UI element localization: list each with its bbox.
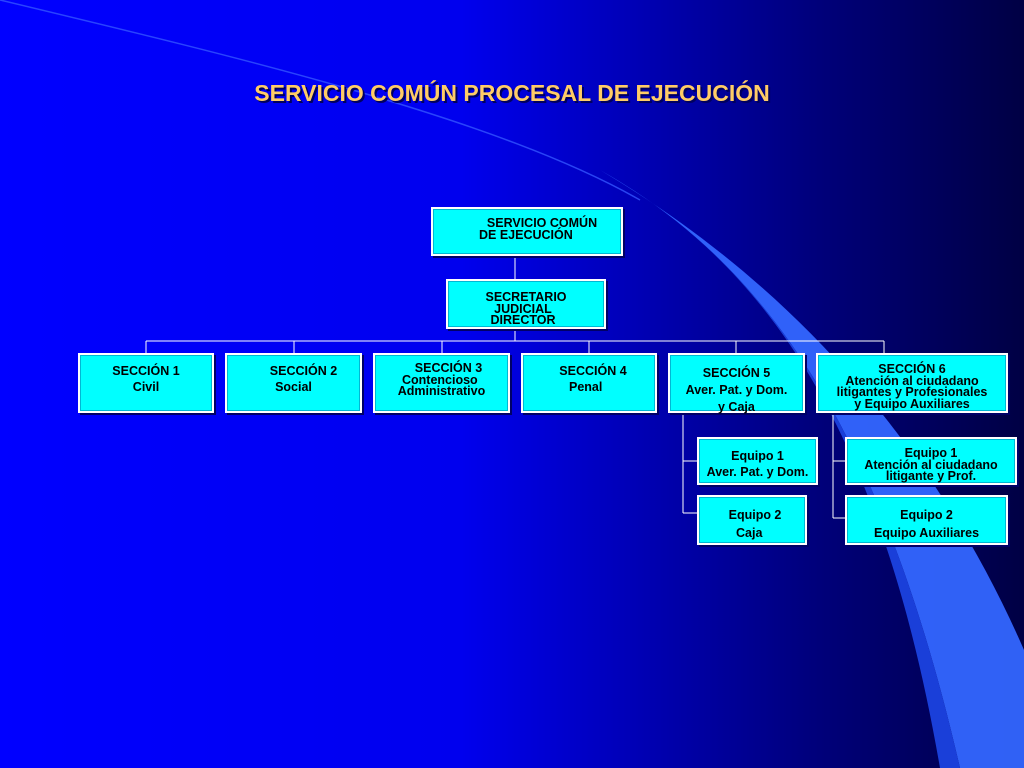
node-sec6-equipo-1: Equipo 1 Atención al ciudadano litigante… <box>845 437 1017 485</box>
node-line: DIRECTOR <box>490 313 556 327</box>
node-line: Atención al ciudadano <box>845 373 979 388</box>
swoosh-fill <box>600 170 1024 768</box>
node-seccion-5: SECCIÓN 5 Aver. Pat. y Dom. y Caja <box>668 353 805 414</box>
node-line: SECCIÓN 5 <box>702 366 771 380</box>
node-line: Equipo 1 <box>731 449 784 463</box>
node-servicio-comun: SERVICIO COMÚN DE EJECUCIÓN <box>431 207 623 256</box>
node-line: litigante y Prof. <box>885 469 977 483</box>
node-line: Equipo 2 <box>728 508 782 522</box>
node-line: JUDICIAL <box>494 301 552 316</box>
node-sec5-equipo-1: Equipo 1 Aver. Pat. y Dom. <box>697 437 818 485</box>
node-line: DE EJECUCIÓN <box>479 227 573 242</box>
node-seccion-6: SECCIÓN 6 Atención al ciudadano litigant… <box>816 353 1008 413</box>
node-line: Social <box>275 380 312 394</box>
node-line: SECRETARIO <box>485 290 567 304</box>
node-line: Civil <box>132 380 160 394</box>
node-line: Aver. Pat. y Dom. <box>685 383 788 397</box>
node-line: Penal <box>569 380 603 394</box>
node-line: Equipo 1 <box>904 446 958 460</box>
slide-title: SERVICIO COMÚN PROCESAL DE EJECUCIÓN <box>254 80 770 106</box>
node-line: Equipo Auxiliares <box>873 526 980 540</box>
node-sec6-equipo-2: Equipo 2 Equipo Auxiliares <box>845 495 1008 545</box>
node-seccion-2: SECCIÓN 2 Social <box>225 353 362 413</box>
node-line: y Equipo Auxiliares <box>854 396 970 411</box>
node-line: SECCIÓN 1 <box>112 364 180 378</box>
node-sec5-equipo-2: Equipo 2 Caja <box>697 495 807 545</box>
node-line: SERVICIO COMÚN <box>486 216 598 230</box>
node-seccion-4: SECCIÓN 4 Penal <box>521 353 657 413</box>
node-line: Equipo 2 <box>900 508 953 522</box>
node-line: y Caja <box>718 400 755 414</box>
node-line: SECCIÓN 3 <box>414 361 483 375</box>
node-line: Aver. Pat. y Dom. <box>706 465 809 479</box>
node-seccion-3: SECCIÓN 3 Contencioso Administrativo <box>373 353 510 413</box>
node-line: Administrativo <box>397 384 486 398</box>
node-line: SECCIÓN 6 <box>878 362 946 376</box>
swoosh-curve-top <box>0 0 641 201</box>
node-secretario-judicial: SECRETARIO JUDICIAL DIRECTOR <box>446 279 606 329</box>
node-seccion-1: SECCIÓN 1 Civil <box>78 353 214 413</box>
node-line: SECCIÓN 4 <box>559 364 627 378</box>
node-line: SECCIÓN 2 <box>269 364 338 378</box>
node-line: Contencioso <box>402 372 478 387</box>
node-line: Atención al ciudadano <box>864 457 998 472</box>
node-line: Caja <box>736 526 763 540</box>
node-line: litigantes y Profesionales <box>836 385 988 399</box>
